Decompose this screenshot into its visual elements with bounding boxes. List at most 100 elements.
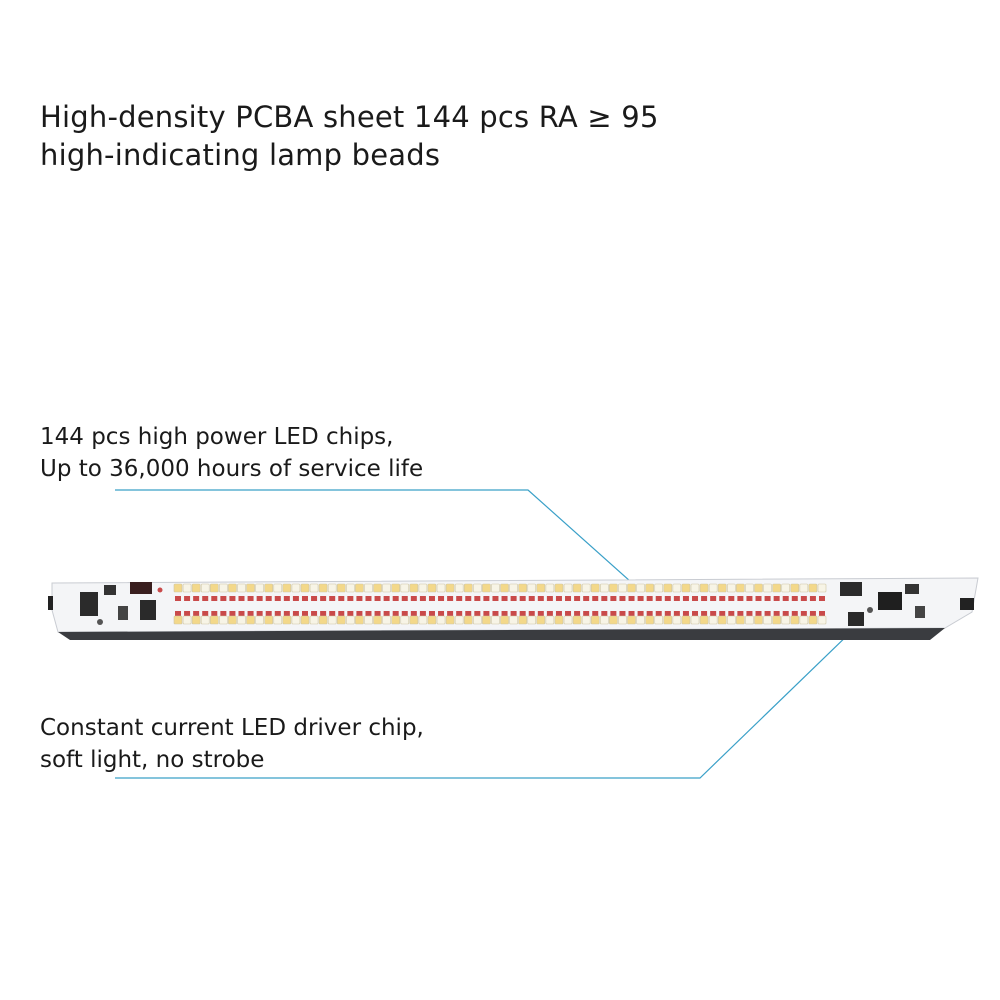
led-chip <box>645 583 654 593</box>
led-chip <box>364 615 373 625</box>
led-chip <box>754 583 763 593</box>
led-pad <box>655 596 662 601</box>
led-chip <box>445 583 455 593</box>
led-chip <box>790 583 800 593</box>
led-chip <box>563 615 573 625</box>
led-chip <box>182 615 192 625</box>
led-pad <box>782 596 789 601</box>
led-pad <box>819 611 825 616</box>
led-chip <box>763 615 772 625</box>
led-pad <box>338 611 345 616</box>
led-pad <box>356 611 363 616</box>
led-pad <box>374 596 381 601</box>
led-chip <box>817 583 827 593</box>
led-pad <box>646 596 653 601</box>
led-pad <box>175 611 181 616</box>
driver-chip <box>840 582 925 626</box>
led-pad <box>356 596 363 601</box>
led-chip <box>672 615 682 625</box>
led-chip <box>518 583 527 593</box>
led-pad <box>383 611 390 616</box>
led-chip <box>400 615 410 625</box>
led-chip <box>627 583 636 593</box>
led-chip <box>690 615 700 625</box>
led-chip <box>699 615 709 625</box>
led-pad <box>220 611 227 616</box>
led-pad <box>274 596 281 601</box>
led-pad <box>175 596 181 601</box>
led-chip <box>536 583 546 593</box>
led-pad <box>583 611 590 616</box>
led-chip <box>645 615 654 625</box>
led-pad <box>655 611 662 616</box>
led-pad <box>184 611 191 616</box>
led-chip <box>391 583 400 593</box>
led-pad <box>682 596 689 601</box>
led-chip <box>246 583 255 593</box>
led-pad <box>601 611 608 616</box>
led-chip <box>745 583 754 593</box>
led-pad <box>528 611 535 616</box>
led-pad <box>537 596 544 601</box>
led-pad <box>664 611 671 616</box>
led-chip <box>300 615 310 625</box>
led-pad <box>428 596 435 601</box>
led-chip <box>690 583 700 593</box>
led-chip <box>373 615 382 625</box>
led-pad <box>492 596 499 601</box>
led-chip <box>482 583 491 593</box>
led-pad <box>238 596 245 601</box>
led-pad <box>710 596 717 601</box>
led-chip <box>708 615 718 625</box>
led-chip <box>191 583 201 593</box>
led-chip <box>454 583 464 593</box>
led-chip <box>772 615 781 625</box>
led-pad <box>546 611 553 616</box>
led-pad <box>728 596 735 601</box>
led-chip <box>600 615 609 625</box>
led-pad <box>746 596 753 601</box>
led-chip <box>618 615 627 625</box>
led-chip <box>636 583 645 593</box>
led-chip <box>545 583 555 593</box>
led-pad <box>438 611 445 616</box>
led-chip <box>336 583 346 593</box>
led-pad <box>501 596 508 601</box>
led-chip <box>500 615 509 625</box>
led-chip <box>409 615 419 625</box>
led-chip <box>327 615 337 625</box>
led-pad <box>383 596 390 601</box>
led-chip <box>545 615 555 625</box>
led-chip <box>654 615 664 625</box>
led-chip <box>409 583 419 593</box>
led-chip <box>463 583 473 593</box>
led-pad <box>401 596 408 601</box>
led-pad <box>537 611 544 616</box>
left-connector <box>48 596 53 610</box>
led-pad <box>800 611 807 616</box>
callout-led-chips-line-1: 144 pcs high power LED chips, <box>40 424 394 450</box>
led-pad <box>773 596 780 601</box>
led-chip <box>563 583 573 593</box>
led-pad <box>447 611 454 616</box>
led-chip <box>291 615 301 625</box>
led-chip <box>318 583 328 593</box>
led-chip <box>191 615 201 625</box>
led-pad <box>311 611 318 616</box>
led-chip <box>445 615 455 625</box>
led-pad <box>519 611 526 616</box>
led-chip <box>772 583 781 593</box>
led-pad <box>637 611 644 616</box>
led-chip <box>273 615 283 625</box>
led-pad <box>637 596 644 601</box>
led-pad <box>329 596 336 601</box>
led-pad <box>438 596 445 601</box>
callout-led-chips-line-2: Up to 36,000 hours of service life <box>40 456 424 482</box>
led-pad <box>392 596 399 601</box>
led-chip <box>808 615 818 625</box>
led-pad <box>746 611 753 616</box>
led-pad <box>710 611 717 616</box>
led-pad <box>483 611 490 616</box>
headline-line-2: high-indicating lamp beads <box>40 138 441 172</box>
led-pad <box>773 611 780 616</box>
